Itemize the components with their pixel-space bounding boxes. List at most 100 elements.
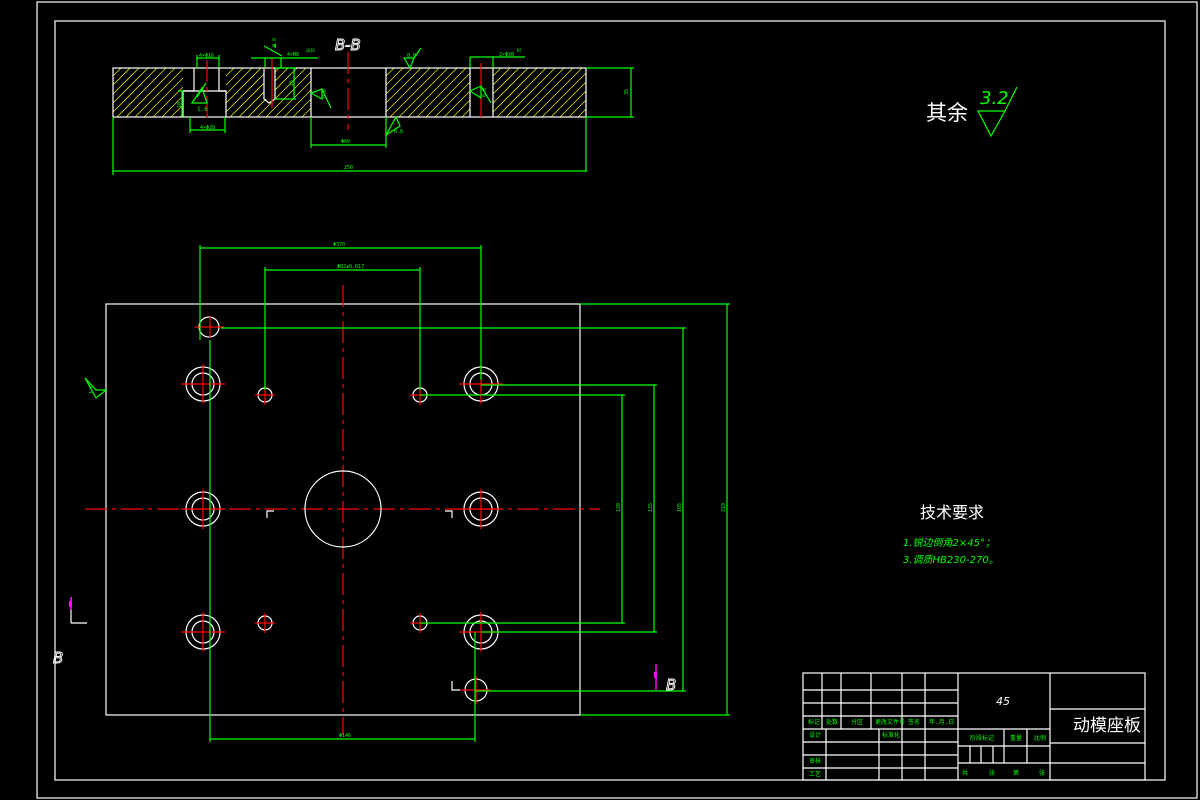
- hatch-line: [385, 67, 431, 113]
- dim-line: [580, 303, 730, 716]
- dim-line: [481, 384, 657, 633]
- dim-line: [586, 67, 634, 118]
- counterbored-hole: [459, 489, 503, 529]
- hatch-line: [416, 67, 467, 118]
- tapped-hole: [263, 68, 276, 104]
- hatch-line: [256, 67, 307, 118]
- sheet-label: 共: [962, 769, 968, 777]
- dim-top-outer: Φ370: [333, 242, 345, 248]
- surface-finish-value: 0.8: [407, 53, 416, 59]
- hatch-line: [225, 67, 253, 95]
- dim-counterbore-bottom: 4×Φ28: [200, 125, 215, 131]
- hole-centerline: [181, 612, 225, 652]
- surface-finish-value: 0.8: [394, 129, 403, 135]
- hatch-line: [523, 67, 574, 118]
- tech-requirement-item: 3.调质HB230-270。: [903, 554, 999, 566]
- hole-centerline: [181, 489, 225, 529]
- designer-label: 设计: [809, 731, 821, 739]
- hatch-line: [492, 67, 538, 113]
- hatch-line: [112, 67, 158, 113]
- dim-line: [221, 327, 686, 692]
- surface-finish-symbol: [385, 115, 401, 136]
- title-block-frame: [802, 672, 1146, 781]
- hatch-line: [385, 67, 422, 104]
- cut-marker-label: B: [666, 676, 676, 694]
- grid-line: [803, 689, 958, 769]
- dim-tapped-depth-note: 深16: [306, 47, 315, 53]
- dim-line: [189, 117, 226, 133]
- inner-border: [54, 20, 1166, 781]
- dim-right-3: 185: [677, 503, 683, 512]
- dim-center-hole: Φ60: [341, 139, 350, 145]
- screw-hole: [255, 613, 275, 633]
- hatch-line: [514, 67, 565, 118]
- section-label: B-B: [335, 36, 361, 54]
- material-value: 45: [996, 695, 1010, 708]
- hatch-line: [407, 67, 458, 118]
- hatch-line: [112, 67, 140, 95]
- dim-right-4: 210: [721, 503, 727, 512]
- center-hole: [304, 470, 382, 548]
- hatch-line: [292, 98, 312, 118]
- section-view: B-B 4×Φ16 4×Φ28 10 4×M8 深16 16 Φ60 2×Φ30…: [112, 36, 634, 175]
- surface-finish-symbol: [263, 44, 283, 57]
- dim-line: [209, 340, 476, 742]
- hatch-line: [170, 104, 184, 118]
- hatch-line: [385, 67, 404, 86]
- grid-line: [825, 729, 903, 780]
- hole-centerline: [459, 489, 503, 529]
- hatch-line: [389, 67, 440, 118]
- section-hatch: [112, 67, 587, 118]
- dim-line: [469, 56, 525, 68]
- drawing-title: 动模座板: [1073, 716, 1141, 736]
- counterbored-hole: [181, 612, 225, 652]
- surface-finish-value: 1.6: [89, 385, 95, 394]
- guide-hole-section: [469, 68, 494, 117]
- surface-finish-value: 1.6: [197, 106, 208, 113]
- title-block: 45 动模座板 标记 处数 分区 更改文件号 签名 年.月.日 设计 标准化 审…: [802, 672, 1146, 781]
- hatch-line: [492, 67, 520, 95]
- hatch-line: [301, 107, 312, 118]
- title-label: 签名: [908, 718, 920, 726]
- tech-requirement-item: 1.锐边倒角2×45°；: [903, 537, 995, 549]
- hatch-line: [112, 67, 131, 86]
- surface-finish-symbol: [84, 377, 108, 399]
- sheet-label: 张: [989, 769, 995, 777]
- dim-line: [275, 67, 296, 100]
- counterbored-hole: [181, 364, 225, 404]
- hole-centerline: [195, 316, 224, 338]
- hatch-line: [385, 67, 395, 77]
- surface-finish-symbol: [402, 47, 422, 70]
- hatch-line: [283, 89, 312, 118]
- hatch-line: [496, 67, 547, 118]
- grid-line: [969, 673, 1051, 780]
- hole-void: [264, 68, 275, 99]
- counterbored-hole: [181, 489, 225, 529]
- dim-line: [196, 55, 220, 68]
- dim-line: [310, 117, 387, 148]
- hatch-line: [492, 67, 511, 86]
- hatch-line: [532, 67, 583, 118]
- hatch-line: [425, 72, 471, 118]
- hatch-line: [461, 108, 471, 118]
- dim-line: [199, 245, 482, 380]
- section-corner-marker: [451, 681, 460, 691]
- dim-counterbore-top: 4×Φ16: [199, 53, 214, 59]
- dim-tapped-depth: 16: [289, 80, 295, 86]
- grid-line: [821, 673, 926, 780]
- hatch-line: [568, 99, 587, 118]
- dim-tapped-hole: 4×M8: [287, 52, 299, 58]
- title-label: 处数: [826, 718, 838, 726]
- standardization-label: 标准化: [882, 731, 900, 739]
- general-finish-value: 3.2: [980, 88, 1009, 109]
- cut-marker-line: [70, 597, 87, 624]
- surface-finish-symbol: [468, 85, 492, 104]
- hatch-line: [134, 68, 184, 118]
- title-label: 分区: [851, 718, 863, 726]
- dim-overall-length: 250: [344, 165, 353, 171]
- hatch-line: [452, 99, 471, 118]
- hole-centerline: [181, 364, 225, 404]
- hatch-line: [112, 67, 122, 77]
- hatch-line: [152, 86, 184, 118]
